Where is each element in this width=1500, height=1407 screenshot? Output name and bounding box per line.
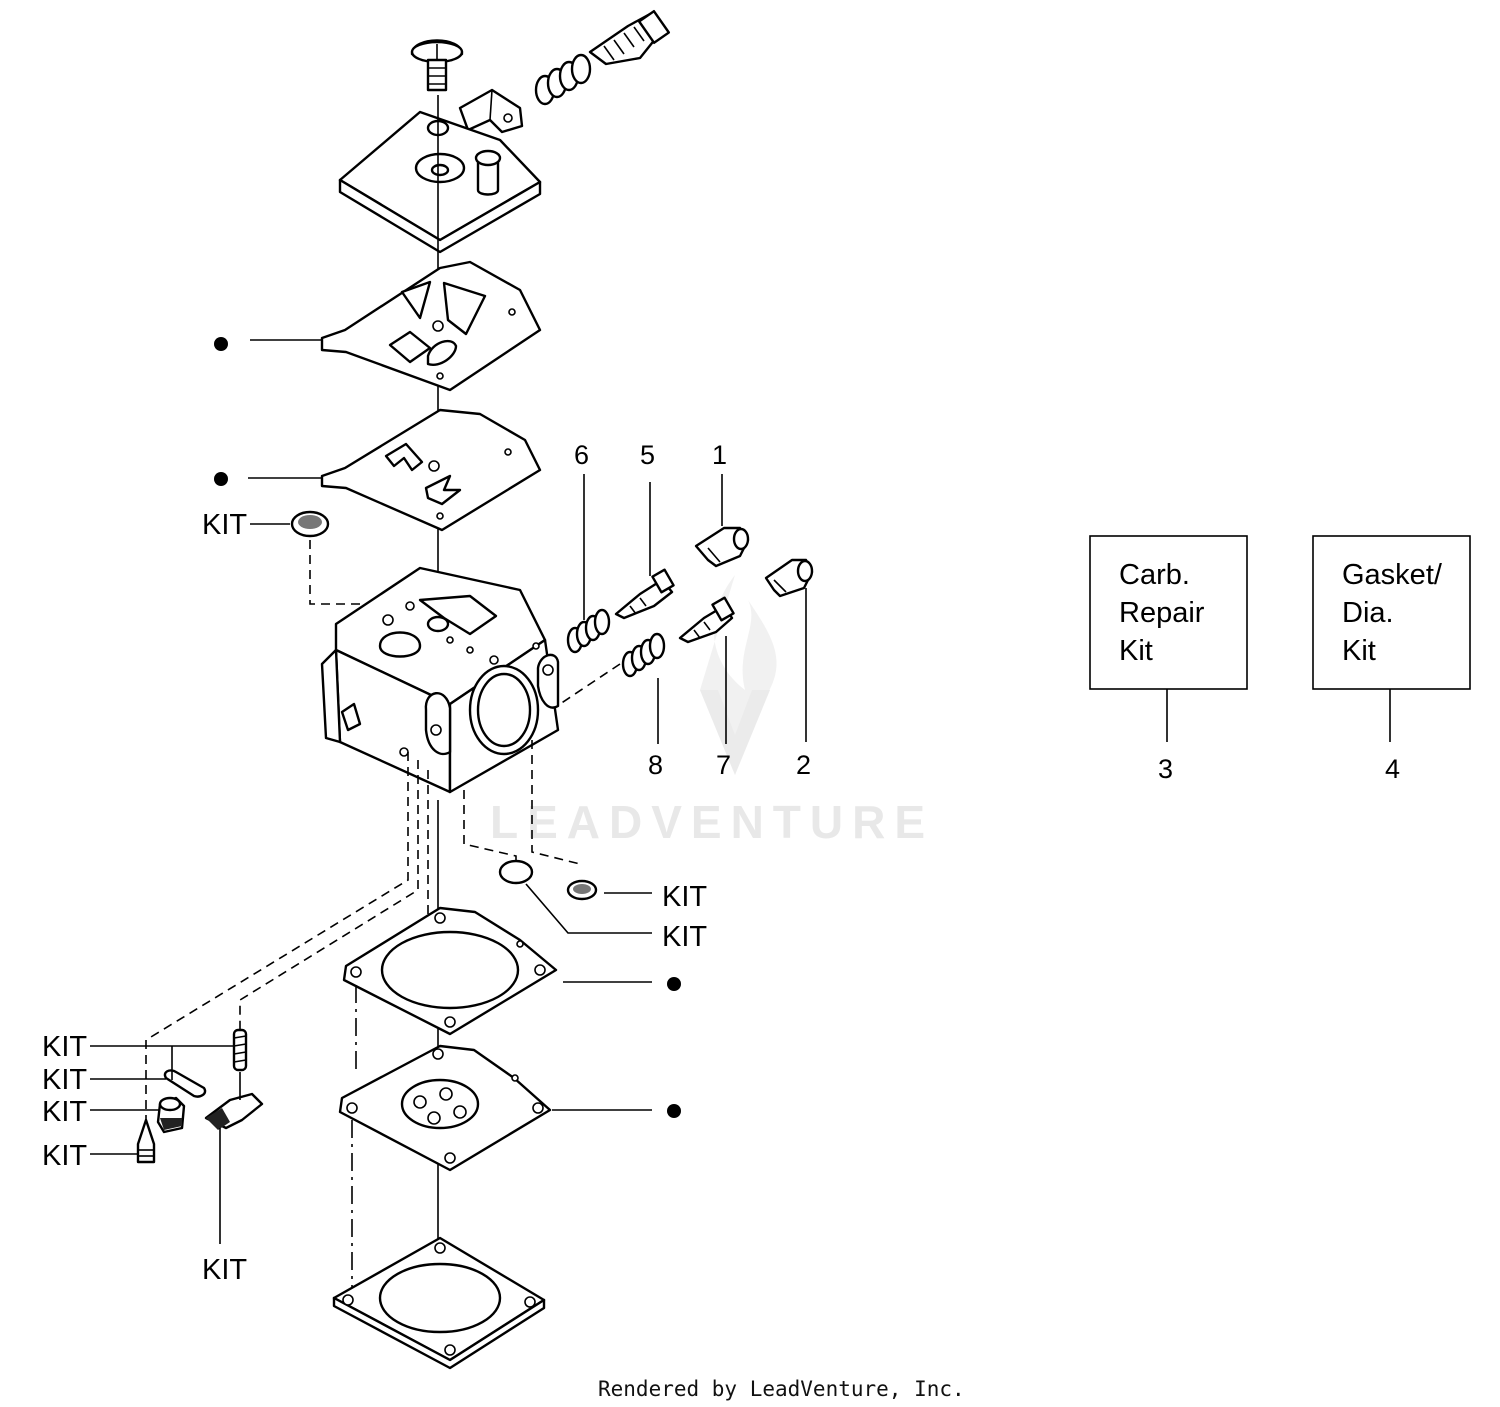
gasket-upper — [320, 260, 542, 392]
callout-5: 5 — [640, 440, 655, 470]
metering-lever — [204, 1072, 264, 1130]
spring-8-path — [559, 663, 621, 705]
gasket-dia-kit-line-2: Dia. — [1342, 597, 1394, 629]
gasket-upper-bullet — [214, 337, 228, 351]
inlet-screen — [290, 510, 330, 538]
watermark-text: LEADVENTURE — [490, 796, 934, 848]
gasket-dia-kit-line-3: Kit — [1342, 635, 1376, 667]
callout-2: 2 — [796, 750, 811, 780]
kit-label-check-disc: KIT — [662, 921, 707, 953]
kit-label-lower-screen: KIT — [662, 881, 707, 913]
lower-screen — [566, 879, 598, 901]
kit-leader-check-disc — [525, 883, 652, 934]
callout-3: 3 — [1158, 754, 1173, 784]
kit-label-needle: KIT — [42, 1140, 87, 1172]
lever-screw — [156, 1096, 186, 1134]
callout-6: 6 — [574, 440, 589, 470]
diaphragm-lower-bullet — [667, 1104, 681, 1118]
inlet-needle — [136, 1118, 156, 1164]
carburetor-body — [320, 566, 560, 794]
gasket-dia-kit-box: Gasket/ Dia. Kit — [1312, 535, 1471, 690]
footer-credit: Rendered by LeadVenture, Inc. — [598, 1377, 965, 1401]
pump-cover — [332, 1236, 546, 1370]
carb-repair-kit-box: Carb. Repair Kit — [1089, 535, 1248, 690]
needle-spring — [534, 53, 592, 106]
callout-4: 4 — [1385, 754, 1400, 784]
spring-6 — [566, 608, 611, 654]
route-left-inner — [239, 760, 419, 1030]
cover-screw — [410, 39, 464, 92]
gasket-lower — [342, 906, 558, 1036]
inlet-needle-spring — [232, 1028, 248, 1072]
lever-pin — [163, 1069, 207, 1098]
callout-7: 7 — [716, 750, 731, 780]
callout-1: 1 — [712, 440, 727, 470]
diaphragm-upper — [320, 408, 542, 532]
limiter-cap-1 — [694, 526, 750, 568]
carb-repair-kit-line-2: Repair — [1119, 597, 1205, 629]
carb-repair-kit-line-3: Kit — [1119, 635, 1153, 667]
diaphragm-upper-bullet — [214, 472, 228, 486]
diaphragm-lower — [338, 1044, 552, 1172]
check-disc — [498, 859, 534, 885]
lever-bracket — [458, 88, 524, 134]
gasket-lower-bullet — [667, 977, 681, 991]
needle-5 — [614, 568, 675, 620]
needle-7 — [678, 596, 735, 644]
route-screen-right — [531, 740, 581, 865]
callout-8: 8 — [648, 750, 663, 780]
kit-label-screen-top: KIT — [202, 509, 247, 541]
gasket-dia-kit-line-1: Gasket/ — [1342, 559, 1443, 591]
kit-label-pin: KIT — [42, 1064, 87, 1096]
kit-label-spring: KIT — [42, 1031, 87, 1063]
kit-label-lever-screw: KIT — [42, 1096, 87, 1128]
kit-label-lever: KIT — [202, 1254, 247, 1286]
route-left-outer — [145, 752, 409, 1120]
carb-repair-kit-line-1: Carb. — [1119, 559, 1190, 591]
limiter-cap-2 — [764, 558, 814, 598]
metering-cover — [338, 110, 542, 254]
spring-8 — [621, 632, 666, 678]
adjust-needle — [588, 9, 671, 66]
